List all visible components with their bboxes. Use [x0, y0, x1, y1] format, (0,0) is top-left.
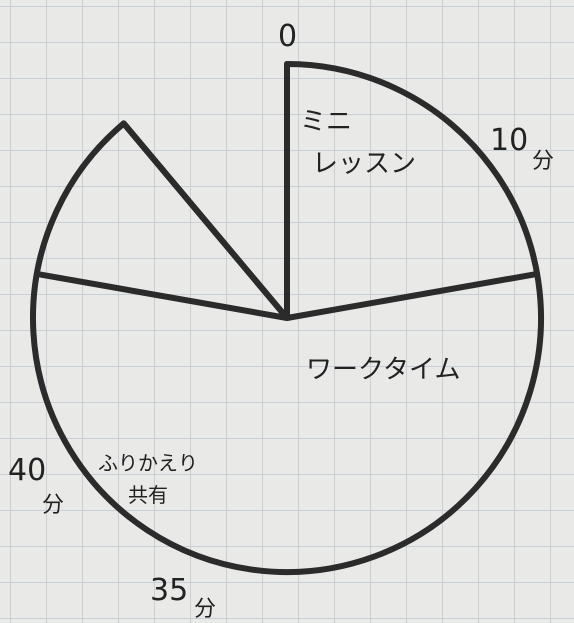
tick-unit-10: 分 [532, 149, 554, 174]
segment-label-work-time: ワークタイム [306, 355, 460, 385]
tick-unit-40: 分 [42, 493, 64, 518]
segment-label-mini-lesson-2: レッスン [312, 149, 416, 179]
tick-label-0: 0 [278, 19, 297, 54]
tick-label-10: 10 [490, 123, 528, 158]
divider-35min [33, 270, 290, 321]
segment-label-reflection-2: 共有 [128, 483, 168, 507]
segment-label-mini-lesson-1: ミニ [300, 107, 352, 137]
tick-label-35: 35 [150, 573, 188, 608]
segment-label-reflection-1: ふりかえり [98, 451, 198, 475]
divider-40min [120, 120, 290, 321]
tick-unit-35: 分 [194, 597, 216, 622]
pie-outline [30, 61, 544, 575]
divider-10min [284, 270, 541, 321]
tick-label-40: 40 [8, 453, 46, 488]
